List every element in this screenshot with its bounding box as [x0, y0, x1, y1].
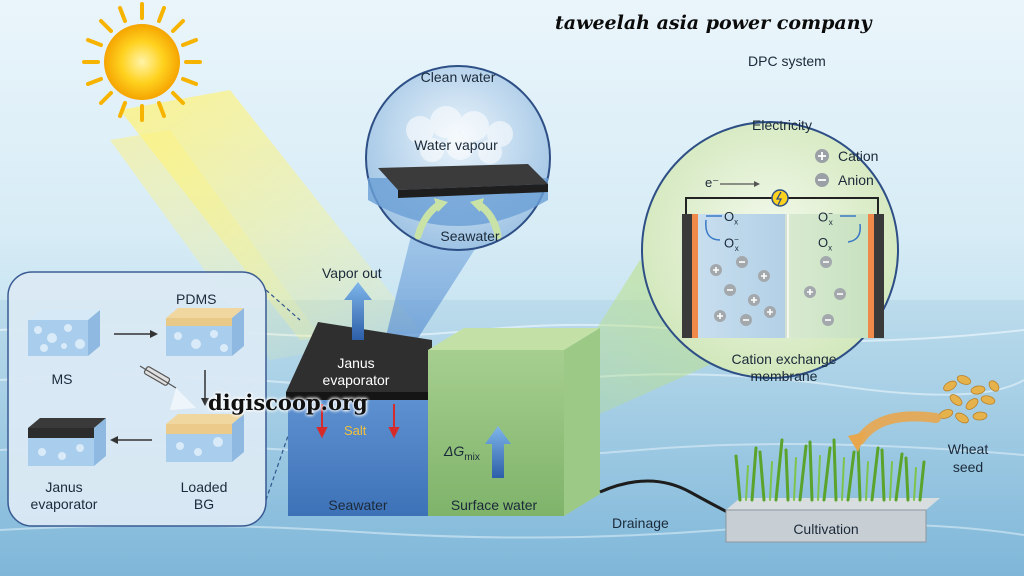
- electricity-icon: [771, 189, 789, 207]
- loaded-bg-sponge: [166, 414, 244, 462]
- mixing-energy-arrow: [485, 426, 511, 478]
- ox-superscript: −: [828, 209, 833, 218]
- membrane-label-2: membrane: [750, 368, 818, 384]
- ox-symbol: O: [818, 209, 829, 225]
- wheat-seed-label-2: seed: [952, 459, 984, 475]
- cation-icon: [815, 149, 829, 163]
- ms-sponge: [28, 310, 100, 356]
- brand-title: taweelah asia power company: [555, 12, 872, 34]
- delta-g-label: ΔGmix: [444, 444, 480, 463]
- ox-symbol: O: [724, 209, 735, 224]
- anion-icon: [815, 173, 829, 187]
- watermark: digiscoop.org: [208, 390, 368, 415]
- desalination-device: [286, 282, 600, 516]
- cultivation-tray: [725, 438, 940, 543]
- ox-symbol: O: [724, 235, 735, 251]
- inset-janus-label-2: evaporator: [30, 496, 98, 512]
- janus-evaporator-label-2: evaporator: [322, 372, 390, 388]
- janus-evaporator-slab: [286, 322, 432, 392]
- ox-symbol: O: [818, 235, 829, 250]
- electron-label: e⁻: [705, 175, 720, 190]
- ox-subscript: x: [828, 217, 833, 227]
- surface-water-label: Surface water: [450, 497, 538, 513]
- ox-superscript: −: [734, 235, 739, 244]
- dpc-zoom-circle: [641, 121, 899, 379]
- janus-evaporator-label-1: Janus: [337, 355, 375, 371]
- wheat-seed-label-1: Wheat: [947, 441, 989, 457]
- cultivation-label: Cultivation: [793, 521, 859, 537]
- ox-subscript: x: [828, 243, 833, 253]
- delta-g-subscript: mix: [464, 451, 480, 463]
- loaded-bg-label-1: Loaded: [180, 479, 228, 495]
- ion-markers: [710, 256, 846, 326]
- wheat-grass: [734, 438, 926, 502]
- zoom-seawater-label: Seawater: [440, 228, 500, 244]
- ox-label-right-top: O−x: [818, 210, 833, 227]
- janus-sponge: [28, 418, 106, 466]
- electricity-label: Electricity: [752, 117, 812, 133]
- loaded-bg-label-2: BG: [193, 496, 215, 512]
- sunbeam: [120, 90, 420, 340]
- ox-subscript: x: [734, 243, 739, 253]
- water-vapour-label: Water vapour: [414, 137, 498, 153]
- evaporation-zoom-circle: [365, 65, 551, 251]
- delta-g-symbol: ΔG: [444, 443, 465, 459]
- ms-label: MS: [51, 371, 73, 387]
- pdms-sponge: [166, 308, 244, 356]
- sun-icon: [82, 2, 202, 122]
- inset-janus-label-1: Janus: [45, 479, 83, 495]
- spray-gun-icon: [139, 365, 196, 410]
- ox-label-left-top: Ox: [724, 210, 738, 227]
- ox-label-left-bottom: O−x: [724, 236, 739, 253]
- seed-arrow: [848, 432, 866, 452]
- system-title: DPC system: [748, 53, 826, 69]
- ox-subscript: x: [734, 217, 739, 227]
- seawater-tank-label: Seawater: [328, 497, 388, 513]
- pdms-label: PDMS: [176, 291, 217, 307]
- vapor-out-arrow: [344, 282, 372, 340]
- salt-label: Salt: [344, 423, 367, 438]
- wheat-seed-icon: [938, 375, 1000, 424]
- membrane-label-1: Cation exchange: [731, 351, 837, 367]
- sunbeam: [110, 130, 330, 360]
- ox-label-right-bottom: Ox: [818, 236, 832, 253]
- cation-label: Cation: [838, 148, 879, 164]
- drainage-label: Drainage: [612, 515, 669, 531]
- clean-water-label: Clean water: [420, 69, 496, 85]
- anion-label: Anion: [838, 172, 874, 188]
- vapor-out-label: Vapor out: [322, 265, 382, 281]
